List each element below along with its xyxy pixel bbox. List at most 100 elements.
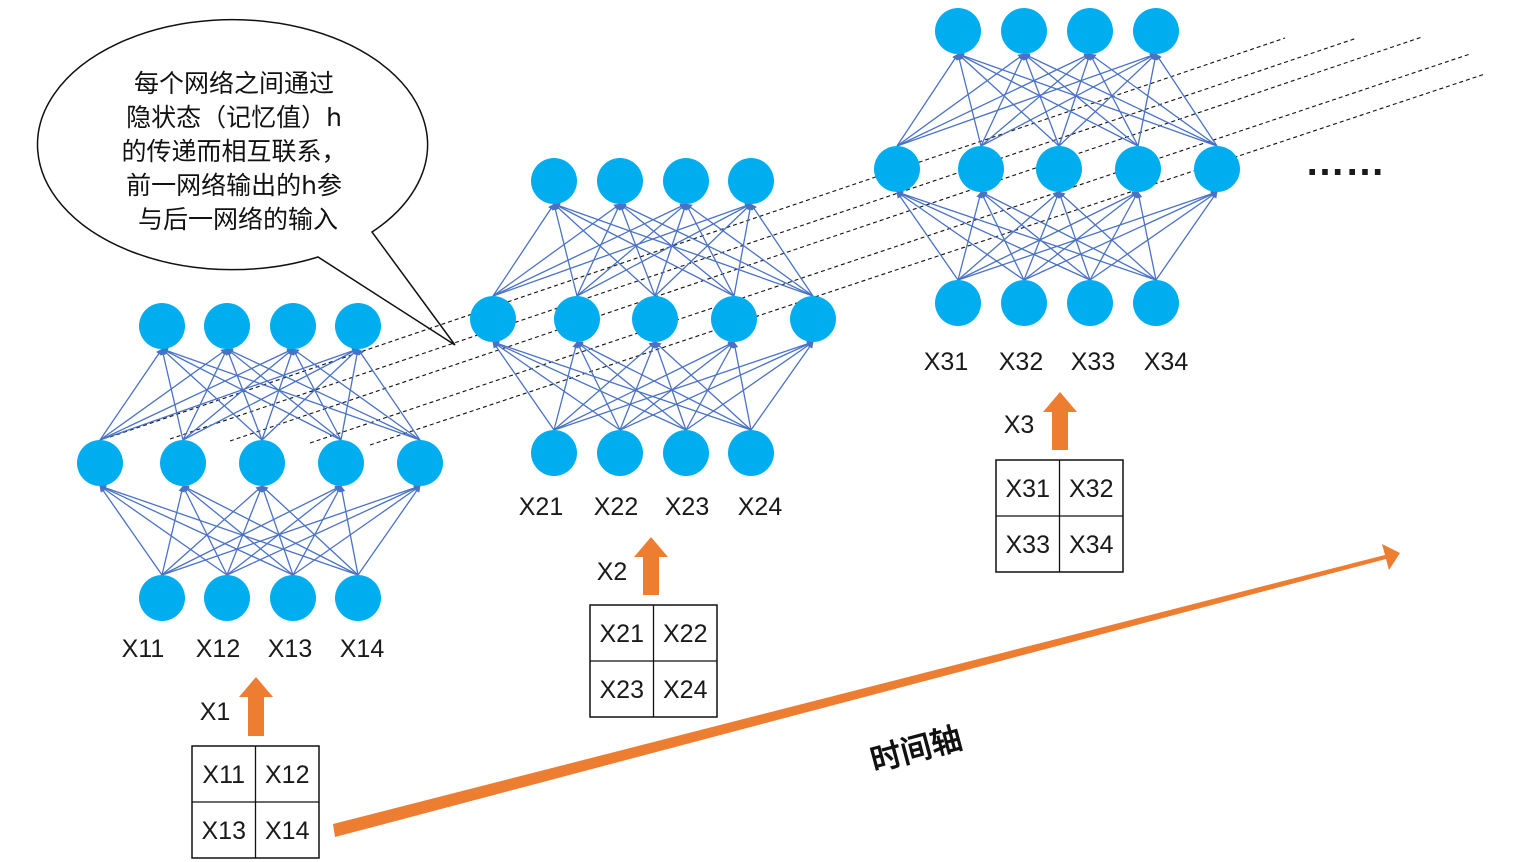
edge-input-hidden	[653, 341, 687, 431]
edge-input-hidden	[553, 341, 656, 431]
edge-input-hidden	[1023, 191, 1218, 281]
edge-hidden-output	[957, 53, 1060, 147]
edge-hidden-output	[553, 202, 814, 297]
edge-hidden-output	[654, 203, 688, 297]
edge-input-hidden	[182, 485, 294, 576]
input-label: X22	[594, 493, 638, 521]
edge-input-hidden	[553, 341, 579, 431]
edge-hidden-output	[1058, 53, 1092, 147]
input-grid-cell: X21	[600, 620, 644, 648]
output-node	[335, 303, 381, 349]
edge-input-hidden	[261, 485, 359, 576]
bubble-line-4: 前一网络输出的h参	[126, 171, 342, 200]
edge-input-hidden	[750, 341, 814, 431]
edge-input-hidden	[338, 485, 359, 576]
edge-input-hidden	[957, 190, 1218, 281]
edge-input-hidden	[731, 341, 752, 431]
output-node	[1067, 8, 1113, 54]
edge-hidden-output	[654, 203, 752, 297]
edge-hidden-output	[685, 203, 814, 297]
edge-hidden-output	[160, 348, 184, 441]
edge-hidden-output	[357, 348, 421, 441]
input-node	[139, 575, 185, 621]
edge-hidden-output	[261, 348, 359, 441]
edge-hidden-output	[957, 52, 1218, 147]
input-node	[1067, 280, 1113, 326]
network-edges	[492, 202, 814, 431]
edge-input-hidden	[896, 191, 959, 281]
input-grid-cell: X13	[202, 817, 246, 845]
input-label: X13	[268, 635, 312, 663]
edge-hidden-output	[1155, 53, 1218, 147]
input-label: X33	[1071, 348, 1115, 376]
input-node	[335, 575, 381, 621]
hidden-node	[632, 296, 678, 342]
edge-input-hidden	[492, 341, 621, 431]
network-edges	[99, 347, 421, 576]
hidden-node	[711, 296, 757, 342]
input-grid-cell: X32	[1069, 475, 1113, 503]
edge-hidden-output	[492, 203, 687, 297]
edge-hidden-output	[226, 348, 421, 441]
input-group-label: X1	[200, 698, 231, 726]
edge-input-hidden	[980, 191, 1025, 281]
edge-hidden-output	[980, 53, 1157, 147]
edge-input-hidden	[1155, 191, 1218, 281]
hidden-node	[874, 146, 920, 192]
edge-input-hidden	[226, 485, 342, 576]
edge-hidden-output	[619, 203, 735, 297]
edge-hidden-output	[896, 53, 1025, 147]
input-label: X32	[999, 348, 1043, 376]
edge-input-hidden	[161, 485, 185, 576]
network-edges	[896, 52, 1218, 281]
edge-input-hidden	[576, 341, 621, 431]
output-node	[531, 158, 577, 204]
edge-hidden-output	[980, 53, 1091, 147]
edge-input-hidden	[99, 485, 294, 576]
input-node	[663, 430, 709, 476]
speech-bubble: 每个网络之间通过 隐状态（记忆值）h 的传递而相互联系， 前一网络输出的h参 与…	[36, 18, 456, 346]
input-grid-cell: X34	[1069, 531, 1114, 559]
hidden-state-dashed-line	[109, 37, 1286, 438]
edge-hidden-output	[1089, 53, 1218, 147]
input-node	[204, 575, 250, 621]
hidden-node	[239, 440, 285, 486]
edge-hidden-output	[492, 203, 555, 297]
hidden-node	[77, 440, 123, 486]
edge-input-hidden	[492, 341, 555, 431]
edge-hidden-output	[292, 348, 342, 441]
edge-hidden-output	[576, 203, 621, 297]
hidden-state-dashed-line	[369, 73, 1486, 446]
hidden-node	[1194, 146, 1240, 192]
edge-input-hidden	[1135, 191, 1157, 281]
edge-input-hidden	[957, 191, 1139, 281]
edge-hidden-output	[896, 53, 959, 147]
network-nodes	[470, 158, 836, 476]
edge-hidden-output	[292, 348, 421, 441]
edge-input-hidden	[896, 191, 1025, 281]
bubble-line-2: 隐状态（记忆值）h	[126, 103, 342, 132]
input-node	[728, 430, 774, 476]
edge-input-hidden	[182, 485, 359, 576]
network-nodes	[77, 303, 443, 621]
input-label: X31	[924, 348, 968, 376]
input-grid-cell: X14	[265, 817, 310, 845]
edge-input-hidden	[292, 485, 421, 576]
edge-input-hidden	[685, 341, 814, 431]
input-node	[1001, 280, 1047, 326]
edge-input-hidden	[654, 341, 752, 431]
edge-hidden-output	[685, 203, 735, 297]
input-node	[531, 430, 577, 476]
svg-text:每个网络之间通过 隐状态（记忆值）h: 每个网络之间通过 隐状态（记忆值）h 的传递而相互联系， 前一网络输出的h参 与…	[122, 69, 355, 234]
output-node	[935, 8, 981, 54]
edge-hidden-output	[161, 348, 263, 441]
input-arrow	[239, 677, 273, 736]
output-node	[597, 158, 643, 204]
edge-hidden-output	[576, 203, 687, 297]
edge-input-hidden	[957, 191, 1060, 281]
hidden-node	[160, 440, 206, 486]
